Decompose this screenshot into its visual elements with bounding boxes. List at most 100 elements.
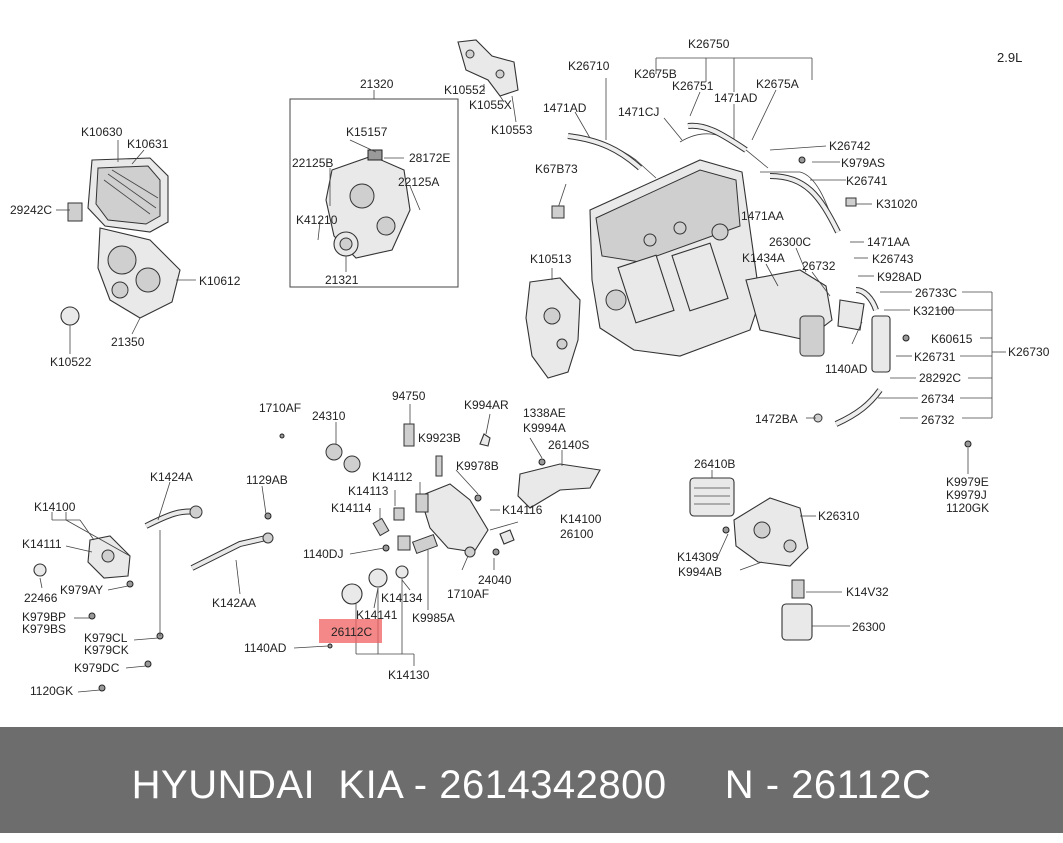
label-k26710: K26710: [568, 59, 610, 73]
engine-size-label: 2.9L: [997, 50, 1022, 65]
label-1129ab: 1129AB: [246, 473, 288, 487]
footer-separator-2: -: [754, 763, 792, 807]
label-k14141: K14141: [356, 608, 398, 622]
label-k979ck: K979CK: [84, 643, 129, 657]
label-k10553: K10553: [491, 123, 533, 137]
label-22125a: 22125A: [398, 175, 439, 189]
label-26732-mid: 26732: [802, 259, 836, 273]
footer-brand: HYUNDAI KIA: [131, 763, 403, 807]
label-k14100-left: K14100: [34, 500, 76, 514]
label-k14100-center: K14100: [560, 512, 602, 526]
label-k979as: K979AS: [841, 156, 885, 170]
label-k41210: K41210: [296, 213, 338, 227]
label-k9978b: K9978B: [456, 459, 499, 473]
label-k979dc: K979DC: [74, 661, 120, 675]
footer-banner: HYUNDAI KIA - 2614342800 N - 26112C: [0, 727, 1063, 833]
label-k31020: K31020: [876, 197, 918, 211]
label-28172e: 28172E: [409, 151, 450, 165]
label-21350: 21350: [111, 335, 145, 349]
label-k14113: K14113: [348, 484, 389, 498]
highlighted-part-box: [319, 619, 382, 643]
label-k10522: K10522: [50, 355, 92, 369]
label-28292c: 28292C: [919, 371, 961, 385]
label-1471aa-right: 1471AA: [867, 235, 910, 249]
footer-part-text: HYUNDAI KIA - 2614342800 N - 26112C: [0, 727, 1063, 833]
label-1710af-bottom: 1710AF: [447, 587, 489, 601]
label-k14116: K14116: [502, 503, 543, 517]
label-26732-right: 26732: [921, 413, 955, 427]
label-1120gk-right: 1120GK: [946, 501, 989, 515]
label-k26310: K26310: [818, 509, 860, 523]
front-cover-box: [289, 90, 459, 288]
label-29242c: 29242C: [10, 203, 52, 217]
label-24040: 24040: [478, 573, 512, 587]
label-k60615: K60615: [931, 332, 973, 346]
label-k14114: K14114: [331, 501, 372, 515]
exploded-parts-diagram: 2.9L K10630 K10631 29242C K10612 21350 K…: [10, 37, 1050, 698]
label-k14130: K14130: [388, 668, 430, 682]
label-1710af-top: 1710AF: [259, 401, 301, 415]
label-21320: 21320: [360, 77, 394, 91]
label-k2675b: K2675B: [634, 67, 677, 81]
label-k979cl: K979CL: [84, 631, 128, 645]
label-k2675a: K2675A: [756, 77, 799, 91]
footer-code: 26112C: [791, 763, 932, 807]
label-1338ae: 1338AE: [523, 406, 566, 420]
right-group-bracket: [806, 291, 1006, 419]
gasket-group: [457, 39, 519, 123]
label-1471ad-left: 1471AD: [543, 101, 587, 115]
label-k1424a: K1424A: [150, 470, 193, 484]
label-k26750: K26750: [688, 37, 730, 51]
label-k26731: K26731: [914, 350, 956, 364]
label-k979bs: K979BS: [22, 622, 66, 636]
label-k26751: K26751: [672, 79, 714, 93]
label-k9923b: K9923B: [418, 431, 461, 445]
label-k9979j: K9979J: [946, 488, 987, 502]
label-k10612: K10612: [199, 274, 241, 288]
label-26100: 26100: [560, 527, 594, 541]
label-k1434a: K1434A: [742, 251, 785, 265]
oil-cooler-hoses: [567, 122, 972, 448]
oil-pipe-leaders: [39, 481, 267, 693]
label-22466: 22466: [24, 591, 58, 605]
label-k9985a: K9985A: [412, 611, 455, 625]
label-k994ar: K994AR: [464, 398, 509, 412]
label-k10631: K10631: [127, 137, 169, 151]
oil-pipe-group: [33, 505, 274, 692]
footer-code-prefix: N: [724, 763, 755, 807]
label-k979ay: K979AY: [60, 583, 103, 597]
label-k26741: K26741: [846, 174, 888, 188]
rear-plate: [525, 205, 581, 379]
footer-part-number: 2614342800: [439, 763, 667, 807]
label-k9994a: K9994A: [523, 421, 566, 435]
label-1471ad-right: 1471AD: [714, 91, 758, 105]
oil-pump-group: [279, 404, 601, 649]
label-1140ad-bottom: 1140AD: [244, 641, 287, 655]
label-k26743: K26743: [872, 252, 914, 266]
label-k9979e: K9979E: [946, 475, 989, 489]
label-k994ab: K994AB: [678, 565, 722, 579]
label-1140ad-top: 1140AD: [825, 362, 868, 376]
label-k928ad: K928AD: [877, 270, 922, 284]
timing-cover-group: [60, 157, 181, 326]
label-26300c: 26300C: [769, 235, 811, 249]
label-26410b: 26410B: [694, 457, 735, 471]
label-24310: 24310: [312, 409, 346, 423]
label-k14134: K14134: [381, 591, 423, 605]
label-k14111: K14111: [22, 537, 62, 551]
label-26734: 26734: [921, 392, 955, 406]
label-1471aa-left: 1471AA: [741, 209, 784, 223]
label-k10552: K10552: [444, 83, 486, 97]
label-26733c: 26733C: [915, 286, 957, 300]
timing-cover-leaders: [56, 140, 196, 354]
label-21321: 21321: [325, 273, 359, 287]
label-26112c-highlighted: 26112C: [331, 625, 372, 639]
label-1120gk-left: 1120GK: [30, 684, 73, 698]
label-22125b: 22125B: [292, 156, 333, 170]
label-k1055x: K1055X: [469, 98, 512, 112]
label-k26730: K26730: [1008, 345, 1050, 359]
label-k32100: K32100: [913, 304, 955, 318]
label-1471cj: 1471CJ: [618, 105, 659, 119]
engine-block: [589, 159, 865, 357]
label-k14112: K14112: [372, 470, 413, 484]
